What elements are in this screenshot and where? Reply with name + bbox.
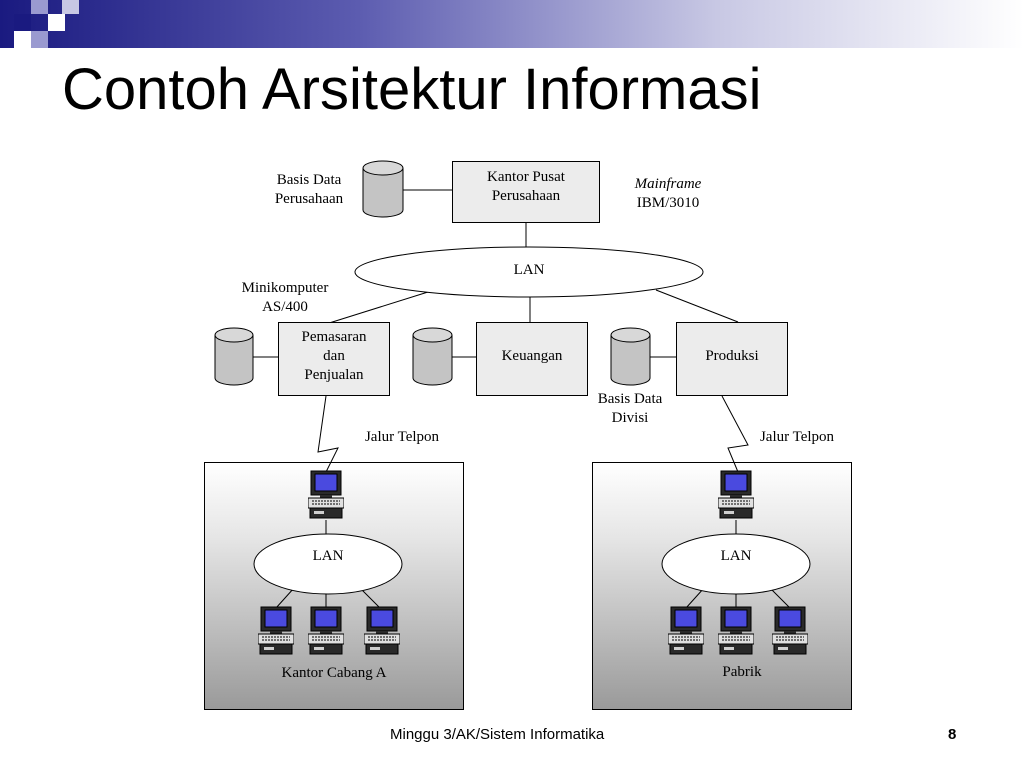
decorative-square: [14, 31, 31, 48]
decorative-square: [31, 31, 48, 48]
decorative-square: [62, 0, 79, 14]
decorative-square: [14, 14, 31, 31]
minicomputer-label: Minikomputer AS/400: [241, 280, 329, 315]
minicomputer-database-cylinder: [214, 327, 254, 386]
mainframe-label: Mainframe: [634, 176, 702, 192]
branch-lan-label: LAN: [312, 548, 344, 564]
slide-title: Contoh Arsitektur Informasi: [62, 57, 762, 122]
page-number: 8: [948, 726, 957, 743]
factory-lan-ellipse: [661, 533, 811, 595]
division-database-label: Basis Data Divisi: [597, 391, 663, 426]
mainframe-model-label: IBM/3010: [636, 195, 700, 211]
marketing-box: Pemasaran dan Penjualan: [278, 322, 390, 396]
corporate-database-cylinder: [362, 160, 404, 218]
division-database-cylinder: [610, 327, 651, 386]
computer-icon: [771, 606, 809, 655]
phone-line-label-left: Jalur Telpon: [364, 429, 440, 445]
computer-icon: [307, 470, 345, 519]
finance-box: Keuangan: [476, 322, 588, 396]
factory-label: Pabrik: [722, 664, 762, 680]
computer-icon: [717, 606, 755, 655]
decorative-square: [48, 14, 65, 31]
computer-icon: [667, 606, 705, 655]
hq-box: Kantor Pusat Perusahaan: [452, 161, 600, 223]
decorative-square: [31, 0, 48, 14]
header-gradient-bar: [0, 0, 1024, 48]
main-lan-label: LAN: [513, 262, 545, 278]
main-lan-ellipse: [354, 246, 704, 298]
factory-lan-label: LAN: [720, 548, 752, 564]
computer-icon: [363, 606, 401, 655]
corporate-database-label: Basis Data Perusahaan: [274, 172, 344, 207]
phone-line-label-right: Jalur Telpon: [759, 429, 835, 445]
computer-icon: [257, 606, 295, 655]
computer-icon: [307, 606, 345, 655]
branch-office-label: Kantor Cabang A: [281, 665, 387, 681]
computer-icon: [717, 470, 755, 519]
branch-lan-ellipse: [253, 533, 403, 595]
finance-database-cylinder: [412, 327, 453, 386]
production-box: Produksi: [676, 322, 788, 396]
footer-text: Minggu 3/AK/Sistem Informatika: [390, 726, 605, 743]
